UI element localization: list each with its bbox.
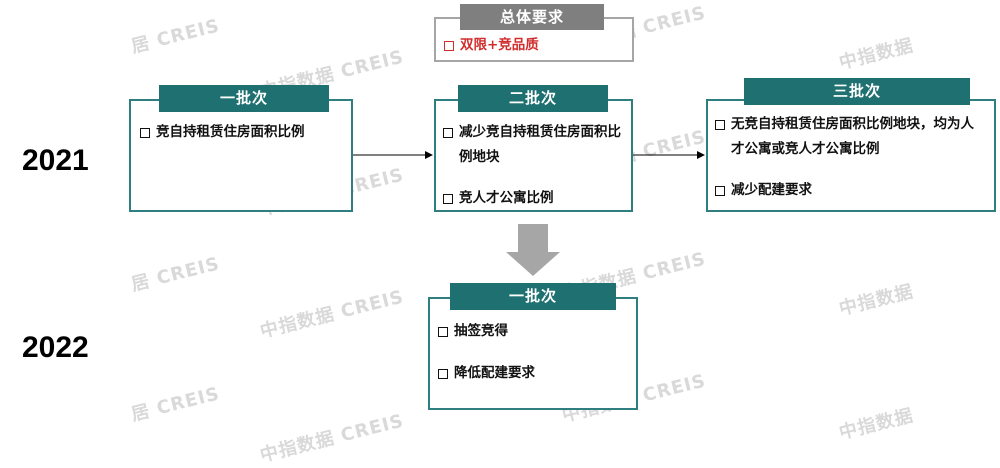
checkbox-icon	[443, 128, 453, 138]
batch-2021-1-title: 一批次	[159, 85, 329, 112]
year-label-2021: 2021	[22, 144, 89, 177]
batch-2021-3-title: 三批次	[744, 78, 970, 105]
checkbox-icon	[444, 41, 454, 51]
batch-2021-2-item: 竞人才公寓比例	[443, 186, 623, 211]
checkbox-icon	[438, 369, 448, 379]
checkbox-icon	[443, 194, 453, 204]
checkbox-icon	[715, 120, 725, 130]
year-label-2022: 2022	[22, 331, 89, 364]
batch-2021-2-item: 减少竞自持租赁住房面积比例地块	[443, 120, 623, 170]
batch-2021-1-item: 竞自持租赁住房面积比例	[140, 120, 345, 145]
checkbox-icon	[715, 186, 725, 196]
down-arrow-2021-to-2022	[506, 224, 560, 276]
batch-2022-1-item: 抽签竞得	[438, 319, 628, 344]
checkbox-icon	[438, 327, 448, 337]
batch-2022-1-title: 一批次	[450, 283, 616, 310]
batch-2021-3-box	[706, 99, 996, 212]
batch-2021-3-item: 减少配建要求	[715, 178, 985, 203]
batch-2021-3-item: 无竞自持租赁住房面积比例地块，均为人才公寓或竞人才公寓比例	[715, 112, 985, 162]
batch-2022-1-box	[428, 297, 638, 410]
batch-2022-1-item: 降低配建要求	[438, 361, 628, 386]
batch-2021-2-title: 二批次	[458, 85, 608, 112]
batch-2021-1-box	[129, 99, 353, 212]
checkbox-icon	[140, 128, 150, 138]
overall-requirement-item: 双限+竞品质	[444, 33, 539, 58]
overall-requirement-title: 总体要求	[460, 4, 604, 30]
